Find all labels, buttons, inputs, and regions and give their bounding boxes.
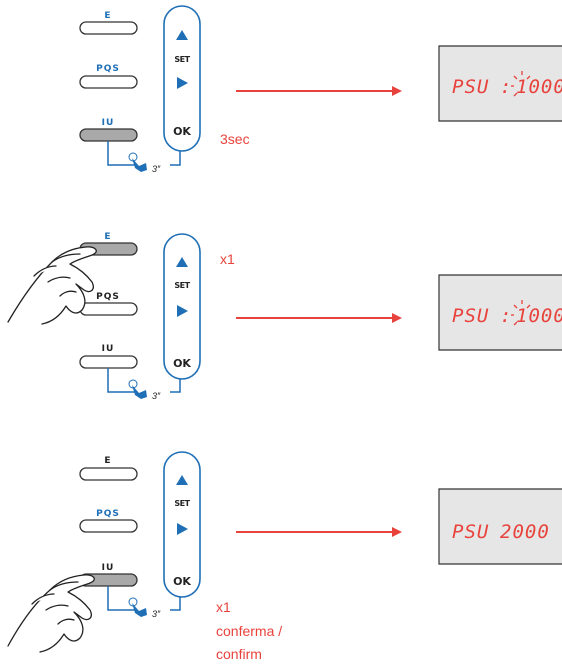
lcd-value: 2000	[500, 521, 550, 543]
step-note: 3sec	[220, 131, 250, 147]
button-pqs[interactable]	[79, 519, 138, 533]
right-arrow-icon[interactable]	[177, 77, 188, 89]
button-e[interactable]	[79, 467, 138, 481]
step-1: E PQS IU 3″ SET OK 3sec PSU : 1000	[79, 5, 562, 174]
right-arrow-icon[interactable]	[177, 523, 188, 535]
lcd-value: 1000	[516, 76, 562, 98]
button-iu-label: IU	[102, 118, 115, 128]
hold-bracket	[107, 368, 135, 393]
hold-duration-label: 3″	[152, 609, 161, 619]
button-pqs-label: PQS	[96, 292, 120, 302]
button-pqs[interactable]	[79, 302, 138, 316]
lcd-display	[438, 45, 562, 122]
control-panel	[163, 451, 201, 598]
button-e-label: E	[104, 456, 111, 466]
lcd-text: PSU	[452, 76, 489, 98]
button-iu[interactable]	[79, 355, 138, 369]
hand-pointer-icon	[128, 379, 147, 399]
set-label: SET	[174, 499, 190, 508]
lcd-display	[438, 274, 562, 351]
set-label: SET	[174, 281, 190, 290]
button-pqs[interactable]	[79, 75, 138, 89]
button-iu-label: IU	[102, 563, 115, 573]
button-iu-label: IU	[102, 344, 115, 354]
button-e-label: E	[104, 11, 111, 21]
control-panel	[163, 5, 201, 152]
lcd-separator: :	[500, 76, 512, 98]
button-e-label: E	[104, 232, 111, 242]
hold-duration-label: 3″	[152, 391, 161, 401]
control-panel	[163, 233, 201, 380]
lcd-text: PSU	[452, 521, 489, 543]
step-note: x1 conferma / confirm	[216, 599, 286, 662]
hold-bracket	[107, 141, 135, 166]
button-pqs-label: PQS	[96, 64, 120, 74]
hold-bracket	[107, 586, 135, 611]
up-arrow-icon[interactable]	[176, 30, 188, 40]
step-3: E PQS IU 3″ SET OK x1 conferma / confirm	[7, 451, 562, 662]
ok-button[interactable]: OK	[173, 575, 191, 588]
hand-pointer-icon	[128, 152, 147, 172]
button-e[interactable]	[79, 21, 138, 35]
right-arrow-icon[interactable]	[177, 305, 188, 317]
button-pqs-label: PQS	[96, 509, 120, 519]
ok-button[interactable]: OK	[173, 125, 191, 138]
button-iu-pressed[interactable]	[79, 128, 138, 142]
pressing-hand-icon	[7, 574, 95, 653]
hold-duration-label: 3″	[152, 164, 161, 174]
hand-pointer-icon	[128, 597, 147, 617]
blink-indicator-icon	[511, 300, 531, 326]
lcd-display	[438, 488, 562, 565]
step-2: E PQS IU 3″ SET OK x1 PSU : 1000	[7, 232, 562, 401]
lcd-value: 1000	[516, 305, 562, 327]
lcd-text: PSU	[452, 305, 489, 327]
up-arrow-icon[interactable]	[176, 257, 188, 267]
blink-indicator-icon	[511, 71, 531, 97]
ok-button[interactable]: OK	[173, 357, 191, 370]
set-label: SET	[174, 55, 190, 64]
lcd-separator: :	[500, 305, 512, 327]
step-note: x1	[220, 251, 235, 267]
pressing-hand-icon	[7, 246, 97, 325]
up-arrow-icon[interactable]	[176, 475, 188, 485]
